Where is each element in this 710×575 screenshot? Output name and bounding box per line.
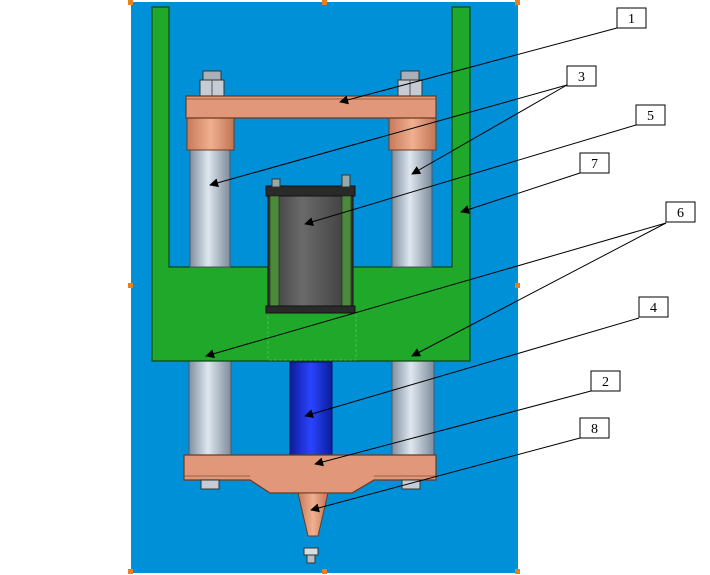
callout-2-box <box>590 370 621 392</box>
handle-tm[interactable] <box>322 0 327 5</box>
callout-3: 3 <box>566 65 597 87</box>
top-crossbar <box>185 95 437 119</box>
leader-6b <box>411 222 667 357</box>
hydraulic-cylinder <box>265 174 356 314</box>
callout-2: 2 <box>590 370 621 392</box>
callout-7-box <box>579 152 610 174</box>
callout-8-box <box>579 417 610 439</box>
bottom-pin <box>303 547 319 564</box>
lower-rod-left <box>188 359 232 459</box>
callout-6-label: 6 <box>677 206 684 221</box>
lower-rod-right <box>391 359 435 459</box>
leader-lines <box>205 27 667 513</box>
upper-rod-left <box>189 147 231 268</box>
leader-1 <box>339 27 618 105</box>
callout-8: 8 <box>579 417 610 439</box>
handle-ml[interactable] <box>128 283 133 288</box>
handle-br[interactable] <box>515 569 520 574</box>
handle-tr[interactable] <box>515 0 520 5</box>
bottom-nut-right <box>401 479 421 490</box>
leader-6a <box>205 222 667 359</box>
callout-1: 1 <box>616 7 647 29</box>
green-frame <box>151 6 471 362</box>
callout-6-box <box>665 201 696 223</box>
hidden-lines-base <box>267 311 357 361</box>
handle-mr[interactable] <box>515 283 520 288</box>
selection-handles <box>128 0 520 574</box>
callout-7: 7 <box>579 152 610 174</box>
leader-5 <box>304 124 637 226</box>
callout-8-label: 8 <box>591 422 598 437</box>
callout-5: 5 <box>635 104 666 126</box>
handle-bm[interactable] <box>322 569 327 574</box>
callout-3-label: 3 <box>578 70 585 85</box>
callout-2-label: 2 <box>602 375 609 390</box>
callout-5-box <box>635 104 666 126</box>
callout-3-box <box>566 65 597 87</box>
leader-2 <box>314 390 592 467</box>
handle-tl[interactable] <box>128 0 133 5</box>
handle-bl[interactable] <box>128 569 133 574</box>
leader-7 <box>460 172 581 214</box>
callout-1-label: 1 <box>628 12 635 27</box>
bottom-nut-left <box>200 479 220 490</box>
callout-4: 4 <box>638 296 669 318</box>
leader-3b <box>411 84 568 175</box>
punch-cone <box>297 492 329 537</box>
top-nut-left <box>199 70 225 98</box>
callout-6: 6 <box>665 201 696 223</box>
leader-4 <box>304 317 640 419</box>
callout-4-label: 4 <box>650 301 657 316</box>
callout-5-label: 5 <box>647 109 654 124</box>
leader-3a <box>209 84 568 188</box>
top-nut-right <box>397 70 423 98</box>
callout-7-label: 7 <box>591 157 598 172</box>
callout-1-box <box>616 7 647 29</box>
callout-4-box <box>638 296 669 318</box>
leader-8 <box>310 437 581 513</box>
callout-layer: 1 2 3 4 5 6 7 8 <box>566 7 696 439</box>
